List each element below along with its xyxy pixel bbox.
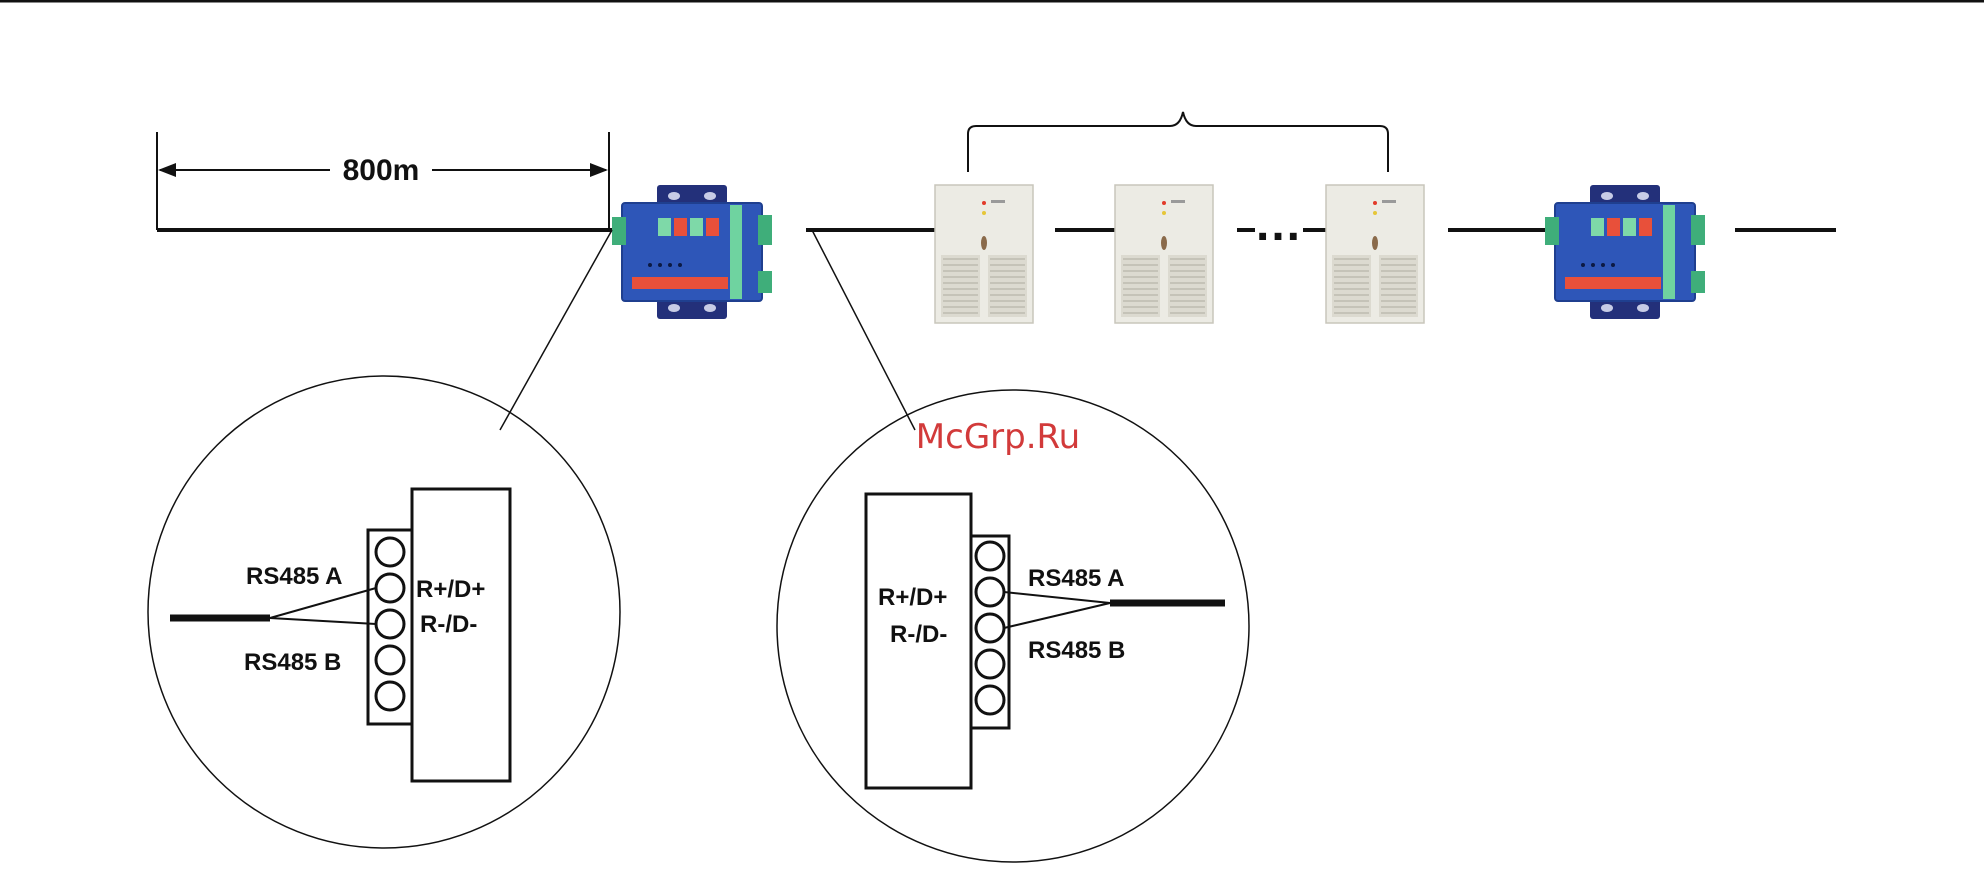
wire-a-left [270,588,376,618]
terminal-1 [376,538,404,566]
r-plus-label-right: R+/D+ [878,584,947,611]
terminal-5 [976,686,1004,714]
watermark-text: McGrp.Ru [916,417,1080,457]
leader-line-right [812,230,915,430]
wire-a-right [1004,592,1110,603]
terminal-2 [376,574,404,602]
ellipsis: ... [1256,198,1302,251]
terminal-2 [976,578,1004,606]
rs485-a-label-left: RS485 A [246,563,343,590]
terminal-3 [376,610,404,638]
rs485-b-label-right: RS485 B [1028,637,1125,664]
distance-dimension: 800m [157,132,609,230]
rs485-converter-right [1545,185,1705,319]
rs485-b-label-left: RS485 B [244,649,341,676]
terminal-4 [376,646,404,674]
wire-b-right [1004,603,1110,628]
detail-circle-right: RS485 A RS485 B R+/D+ R-/D- [777,390,1249,862]
indoor-unit-2 [1115,185,1213,323]
indoor-unit-n [1326,185,1424,323]
distance-label: 800m [343,154,420,187]
rs485-converter-left [612,185,772,319]
r-minus-label-left: R-/D- [420,611,477,638]
wire-b-left [270,618,376,624]
terminal-3 [976,614,1004,642]
leader-line-left [500,230,612,430]
terminal-1 [976,542,1004,570]
group-brace [968,112,1388,172]
terminal-5 [376,682,404,710]
rs485-a-label-right: RS485 A [1028,565,1125,592]
r-minus-label-right: R-/D- [890,621,947,648]
terminal-4 [976,650,1004,678]
r-plus-label-left: R+/D+ [416,576,485,603]
indoor-unit-1 [935,185,1033,323]
detail-circle-left: RS485 A RS485 B R+/D+ R-/D- [148,376,620,848]
